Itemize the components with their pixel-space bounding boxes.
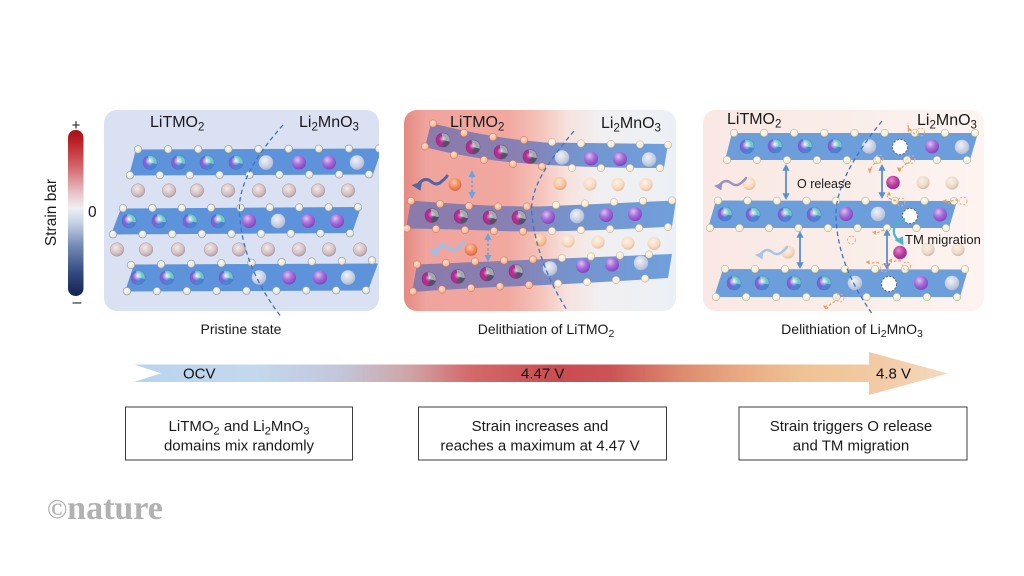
svg-text:LiTMO2 and Li2MnO3: LiTMO2 and Li2MnO3 — [169, 418, 310, 438]
svg-text:OCV: OCV — [183, 366, 216, 383]
svg-text:domains mix randomly: domains mix randomly — [164, 438, 315, 455]
svg-text:Pristine state: Pristine state — [201, 321, 282, 337]
svg-text:LiTMO2: LiTMO2 — [150, 114, 204, 134]
svg-text:Strain triggers O release: Strain triggers O release — [770, 418, 933, 435]
svg-text:–: – — [73, 294, 82, 311]
svg-text:Delithiation of Li2MnO3: Delithiation of Li2MnO3 — [781, 321, 923, 340]
svg-text:+: + — [72, 117, 81, 134]
svg-text:TM migration: TM migration — [905, 232, 981, 247]
svg-text:©nature: ©nature — [47, 490, 163, 527]
svg-text:Strain increases and: Strain increases and — [472, 418, 609, 435]
svg-text:O release: O release — [797, 177, 851, 191]
svg-text:and TM migration: and TM migration — [793, 438, 909, 455]
svg-text:0: 0 — [88, 204, 97, 221]
svg-text:Li2MnO3: Li2MnO3 — [917, 112, 977, 132]
svg-text:4.47 V: 4.47 V — [521, 366, 564, 383]
svg-text:reaches a maximum at 4.47 V: reaches a maximum at 4.47 V — [440, 438, 639, 455]
svg-text:LiTMO2: LiTMO2 — [727, 111, 781, 131]
svg-text:Li2MnO3: Li2MnO3 — [601, 115, 661, 135]
svg-text:Li2MnO3: Li2MnO3 — [299, 114, 359, 134]
svg-text:Strain bar: Strain bar — [43, 179, 60, 246]
svg-text:Delithiation of LiTMO2: Delithiation of LiTMO2 — [478, 321, 615, 340]
svg-text:4.8 V: 4.8 V — [876, 366, 911, 383]
svg-text:LiTMO2: LiTMO2 — [450, 114, 504, 134]
